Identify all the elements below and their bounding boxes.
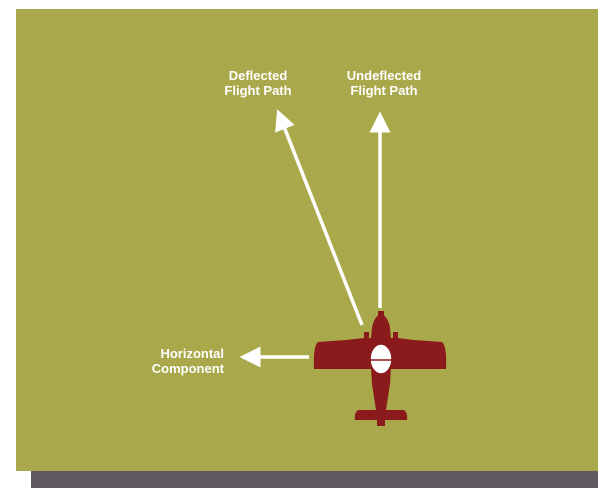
horizontal-label-line2: Component	[151, 361, 224, 376]
airplane-top-view-icon	[313, 311, 447, 426]
undeflected-label-line2: Flight Path	[350, 83, 418, 98]
undeflected-label-line1: Undeflected	[346, 68, 422, 83]
horizontal-label-line1: Horizontal	[160, 346, 224, 361]
shadow-bar	[31, 471, 598, 488]
deflected-label-line2: Flight Path	[224, 83, 292, 98]
deflected-flight-path-label: Deflected Flight Path	[222, 68, 294, 98]
undeflected-flight-path-label: Undeflected Flight Path	[339, 68, 429, 98]
deflected-path-arrow	[275, 109, 364, 326]
diagram-background	[16, 9, 598, 471]
deflected-label-line1: Deflected	[228, 68, 288, 83]
horizontal-component-label: Horizontal Component	[140, 346, 224, 376]
